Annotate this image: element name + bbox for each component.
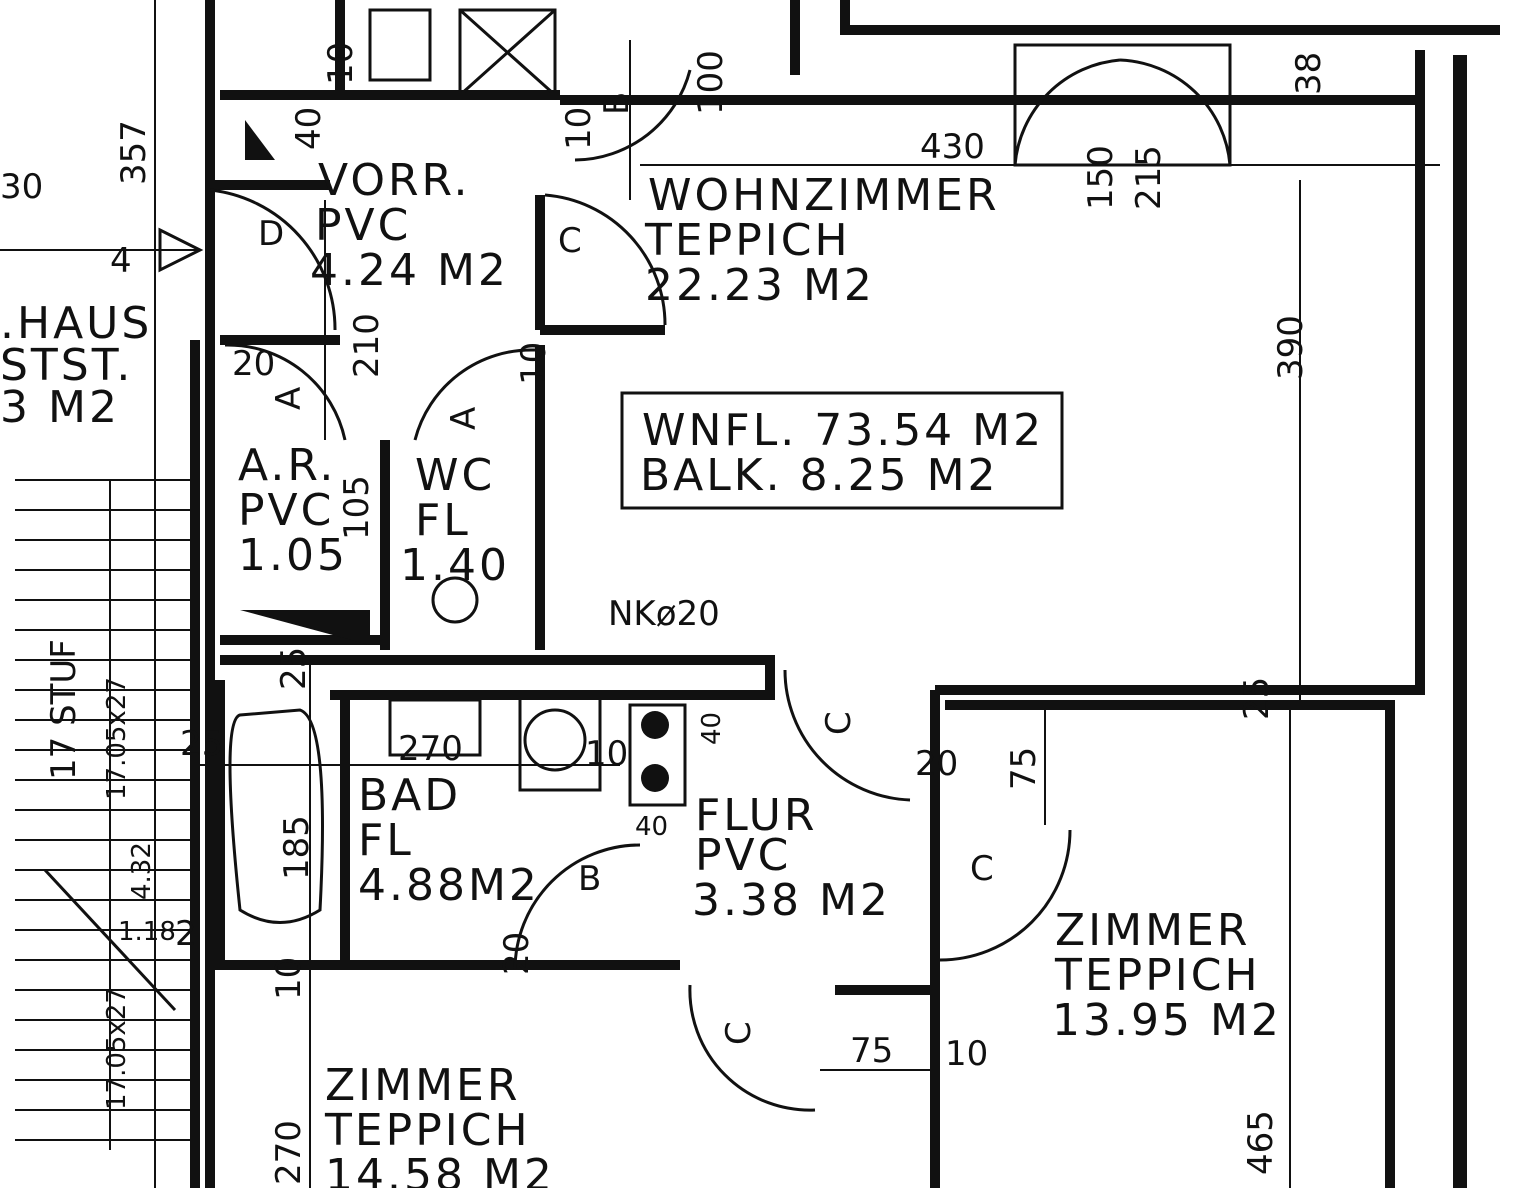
dim-25: 25 [274,647,314,690]
dim-25: 25 [180,724,223,764]
bad-floor: FL [358,815,414,866]
door-labels: D C A A B B C C C [258,92,994,1045]
left-30: 30 [0,167,43,207]
flur-name: FLUR [695,790,817,841]
wc-name: WC [415,450,495,501]
wohnzimmer-name: WOHNZIMMER [648,170,1000,221]
bad-area: 4.88M2 [358,860,540,911]
dim-20: 20 [915,744,958,784]
door-d: D [258,214,284,254]
dim-10: 10 [269,957,309,1000]
dim-100: 100 [691,50,731,115]
vorraum-name: VORR. [318,155,471,206]
stair-2: 2 [175,914,197,954]
ar-floor: PVC [238,485,334,536]
door-a: A [269,387,309,410]
door-c: C [558,221,582,261]
dim-10: 10 [321,42,361,85]
dim-10: 10 [514,342,554,385]
zimmer-left-floor: TEPPICH [324,1105,531,1156]
ar-name: A.R. [238,440,336,491]
door-c: C [719,1021,759,1045]
dim-75: 75 [1004,747,1044,790]
dim-25: 25 [1237,677,1277,720]
dim-430: 430 [920,127,985,167]
stairhouse-name: .HAUS [0,298,152,349]
zimmer-right-area: 13.95 M2 [1052,995,1282,1046]
zimmer-left-area: 14.58 M2 [325,1150,555,1188]
ar-area: 1.05 [238,530,348,581]
stairhouse-area: 3 M2 [0,382,120,433]
dimension-lines [0,0,1440,1188]
wohnzimmer-area: 22.23 M2 [645,260,875,311]
zimmer-left-name: ZIMMER [325,1060,520,1111]
dim-270: 270 [398,729,463,769]
wc-area: 1.40 [400,540,510,591]
zimmer-right-name: ZIMMER [1055,905,1250,956]
door-c: C [819,711,859,735]
wohnzimmer-floor: TEPPICH [644,215,851,266]
dim-210: 210 [347,313,387,378]
stair-dim-2: 17.05x27 [102,987,132,1110]
dim-270: 270 [269,1120,309,1185]
dimension-labels: 357 430 150 215 38 390 210 20 10 10 10 1… [114,42,1329,1185]
dim-390: 390 [1271,315,1311,380]
zimmer-right-floor: TEPPICH [1054,950,1261,1001]
flur-floor: PVC [695,830,791,881]
dim-40: 40 [697,712,727,745]
stair-width: 1.18 [118,917,176,947]
door-b: B [597,92,637,115]
door-b: B [578,859,601,899]
stairhouse-floor: STST. [0,340,133,391]
bad-name: BAD [358,770,461,821]
vorraum-area: 4.24 M2 [310,245,509,296]
wnfl-text: WNFL. 73.54 M2 [642,405,1044,456]
dim-20: 20 [497,932,537,975]
entry-marker: 4 [110,241,132,281]
dim-10: 10 [945,1034,988,1074]
dim-357: 357 [114,120,154,185]
dim-40: 40 [635,812,668,842]
stair-annotations: 17 STUF 17.05x27 17.05x27 4.32 1.18 2 [44,639,197,1110]
dim-185: 185 [277,815,317,880]
stairs-label: 17 STUF [44,639,84,780]
nk-label: NKø20 [608,594,720,634]
balk-text: BALK. 8.25 M2 [640,450,999,501]
dim-10: 10 [559,107,599,150]
dim-10: 10 [585,734,628,774]
door-c: C [970,849,994,889]
dim-75: 75 [850,1031,893,1071]
stair-dim: 17.05x27 [102,677,132,800]
stair-length: 4.32 [127,842,157,900]
dim-105: 105 [337,475,377,540]
dim-215: 215 [1129,145,1169,210]
dim-20: 20 [232,344,275,384]
dim-38: 38 [1289,52,1329,95]
dim-150: 150 [1081,145,1121,210]
door-a: A [444,407,484,430]
flur-area: 3.38 M2 [692,875,891,926]
dim-40: 40 [289,107,329,150]
vorraum-floor: PVC [315,200,411,251]
dim-465: 465 [1241,1110,1281,1175]
wc-floor: FL [415,495,471,546]
